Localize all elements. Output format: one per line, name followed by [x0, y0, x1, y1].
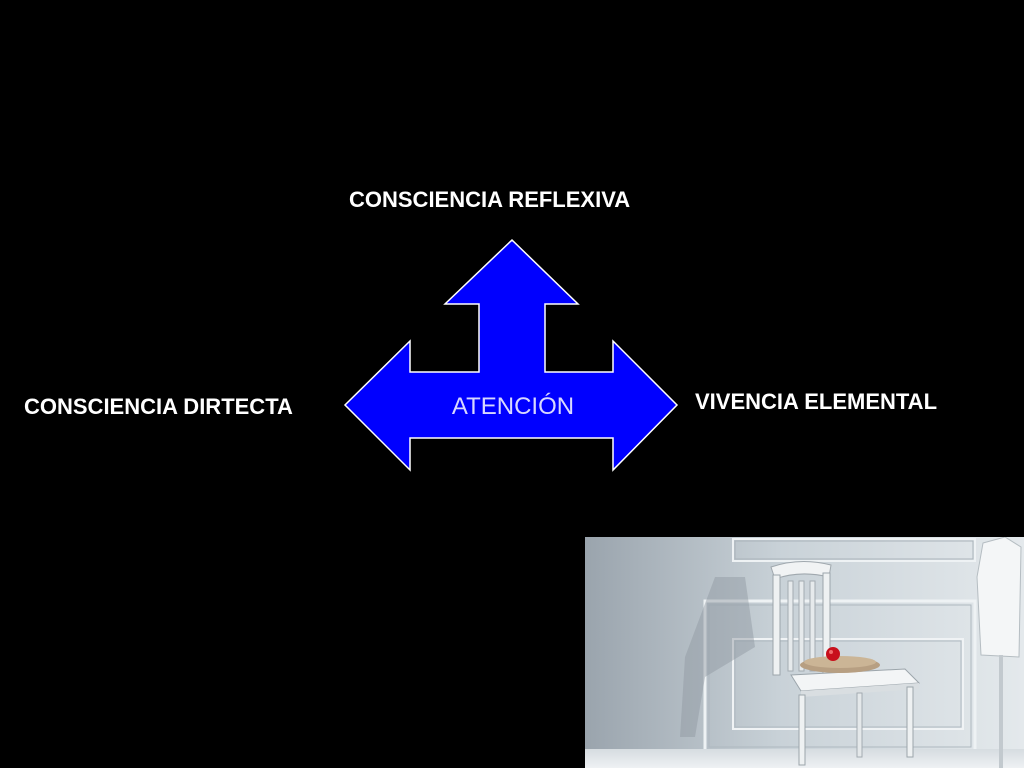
chair-photo — [585, 537, 1024, 768]
consciencia-directa-label: CONSCIENCIA DIRTECTA — [24, 394, 293, 419]
atencion-label: ATENCIÓN — [451, 393, 575, 420]
consciencia-reflexiva-label: CONSCIENCIA REFLEXIVA — [349, 187, 631, 212]
chair-photo-image — [585, 537, 1024, 768]
arrow-shape — [343, 238, 679, 472]
vivencia-elemental-label: VIVENCIA ELEMENTAL — [695, 389, 938, 414]
